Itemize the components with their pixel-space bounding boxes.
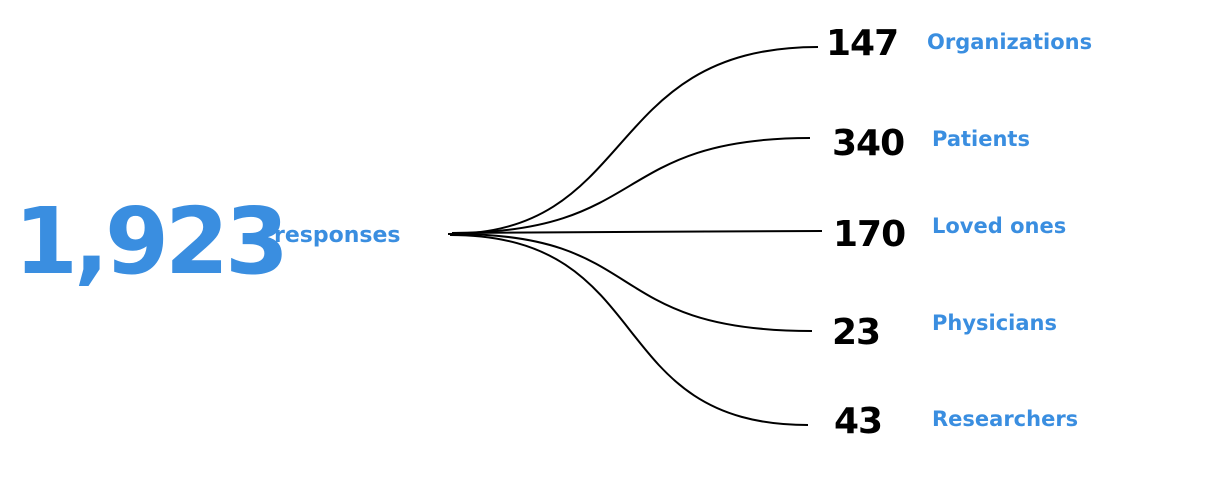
branch-line-patients	[451, 137, 811, 234]
branch-count-loved-ones: 170	[833, 214, 906, 255]
branch-line-organizations	[447, 46, 819, 235]
branch-line-loved-ones	[454, 230, 823, 234]
branch-count-patients: 340	[832, 123, 905, 164]
branch-label-organizations: Organizations	[927, 30, 1093, 54]
branch-label-loved-ones: Loved ones	[932, 214, 1067, 238]
branch-count-organizations: 147	[826, 23, 899, 64]
branch-count-physicians: 23	[832, 312, 881, 353]
branch-label-researchers: Researchers	[932, 407, 1079, 431]
branch-label-patients: Patients	[932, 127, 1030, 151]
total-responses-count: 1,923	[14, 188, 289, 295]
branch-label-physicians: Physicians	[932, 311, 1057, 335]
total-responses-label: responses	[274, 223, 401, 248]
branch-line-researchers	[449, 234, 809, 426]
branch-line-physicians	[454, 233, 813, 332]
branch-count-researchers: 43	[834, 401, 883, 442]
